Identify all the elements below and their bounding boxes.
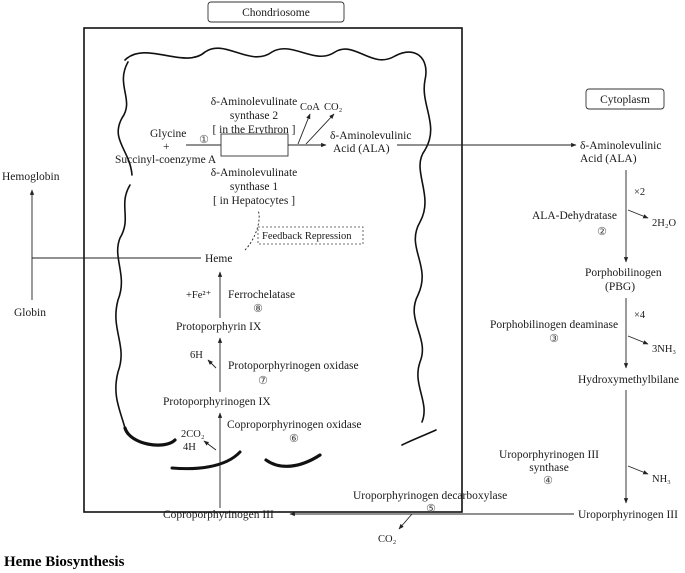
ferrochelatase-label: Ferrochelatase bbox=[228, 289, 295, 301]
uro-synthase-label-a: Uroporphyrinogen III bbox=[499, 449, 599, 461]
feedback-repression-box bbox=[257, 226, 364, 245]
ala-synthase-1-label-c: [ in Hepatocytes ] bbox=[213, 195, 295, 207]
crista-bottom-center bbox=[170, 450, 242, 471]
plus-sign: + bbox=[163, 141, 170, 153]
pbg-deaminase-label: Porphobilinogen deaminase bbox=[490, 319, 618, 331]
co2-release-arrow bbox=[305, 113, 335, 145]
uro-decarboxylase-label: Uroporphyrinogen decarboxylase bbox=[353, 490, 507, 502]
ala-synthase-1-label-b: synthase 1 bbox=[230, 181, 278, 193]
ala-synthase-box bbox=[220, 133, 289, 157]
pbg-label-b: (PBG) bbox=[605, 281, 635, 293]
co2-released-label: CO₂ bbox=[324, 102, 343, 113]
mitochondrion-outer-membrane bbox=[83, 27, 463, 513]
six-h-release-arrow bbox=[207, 359, 217, 369]
protoporphyrinogen-label: Protoporphyrinogen IX bbox=[163, 396, 271, 408]
ala-dehydratase-label: ALA-Dehydratase bbox=[532, 210, 617, 222]
chondriosome-label-box bbox=[207, 1, 345, 23]
four-h-label: 4H bbox=[183, 442, 196, 453]
step-5-number: ⑤ bbox=[426, 502, 436, 515]
co2-out-release-arrow bbox=[398, 513, 413, 530]
step-3-number: ③ bbox=[549, 332, 559, 345]
glycine-label: Glycine bbox=[150, 128, 186, 140]
coprogen-oxidase-label: Coproporphyrinogen oxidase bbox=[227, 419, 361, 431]
two-co2-release-arrow bbox=[203, 440, 217, 451]
heme-label: Heme bbox=[205, 253, 232, 265]
pbg-label-a: Porphobilinogen bbox=[585, 267, 662, 279]
ammonia-label: NH₃ bbox=[652, 474, 671, 485]
step-7-number: ⑦ bbox=[258, 374, 268, 387]
ala-mito-label-a: δ-Aminolevulinic bbox=[330, 130, 411, 142]
coa-release-arrow bbox=[297, 113, 311, 145]
step-1-number: ① bbox=[199, 133, 209, 146]
crista-bottom-mid bbox=[264, 453, 322, 468]
feedback-repression-arrow bbox=[244, 209, 260, 251]
step-6-number: ⑥ bbox=[289, 432, 299, 445]
protogen-oxidase-label: Protoporphyrinogen oxidase bbox=[228, 360, 359, 372]
iron-ion-label: +Fe²⁺ bbox=[186, 290, 211, 301]
coproporphyrinogen-label: Coproporphyrinogen III bbox=[163, 509, 274, 521]
mitochondrion-inner-membrane bbox=[117, 47, 432, 423]
succinyl-coa-label: Succinyl-coenzyme A bbox=[115, 154, 217, 166]
ala-synthase-2-label-a: δ-Aminolevulinate bbox=[211, 96, 298, 108]
ammonia-3-release-arrow bbox=[627, 335, 649, 345]
ala-cyto-label-b: Acid (ALA) bbox=[580, 153, 637, 165]
water-release-arrow bbox=[627, 209, 649, 219]
chondriosome-label: Chondriosome bbox=[242, 7, 310, 19]
times-four-label: ×4 bbox=[634, 310, 646, 321]
protoporphyrin-label: Protoporphyrin IX bbox=[176, 321, 262, 333]
step-8-number: ⑧ bbox=[253, 302, 263, 315]
ala-synthase-2-label-c: [ in the Erythron ] bbox=[212, 124, 295, 136]
coa-label: CoA bbox=[300, 102, 320, 113]
hydroxymethylbilane-label: Hydroxymethylbilane bbox=[578, 374, 679, 386]
ala-synthase-2-label-b: synthase 2 bbox=[230, 110, 278, 122]
uroporphyrinogen-label: Uroporphyrinogen III bbox=[578, 509, 678, 521]
ammonia-release-arrow bbox=[627, 465, 649, 475]
ala-cyto-label-a: δ-Aminolevulinic bbox=[580, 140, 661, 152]
ala-synthase-1-label-a: δ-Aminolevulinate bbox=[211, 167, 298, 179]
ala-mito-label-b: Acid (ALA) bbox=[333, 143, 390, 155]
step-4-number: ④ bbox=[543, 474, 553, 487]
water-label: 2H₂O bbox=[652, 218, 676, 229]
times-two-label: ×2 bbox=[634, 187, 645, 198]
globin-label: Globin bbox=[14, 307, 46, 319]
cytoplasm-label: Cytoplasm bbox=[600, 94, 650, 106]
step-2-number: ② bbox=[597, 225, 607, 238]
crista-bottom-left bbox=[123, 426, 177, 447]
feedback-repression-label: Feedback Repression bbox=[262, 231, 352, 242]
figure-title: Heme Biosynthesis bbox=[4, 554, 125, 570]
crista-bottom-right bbox=[401, 429, 437, 446]
uro-synthase-label-b: synthase bbox=[529, 462, 569, 474]
cytoplasm-label-box bbox=[585, 88, 665, 110]
mitochondrion-inner-membrane-left bbox=[115, 184, 131, 429]
two-co2-label: 2CO₂ bbox=[181, 429, 205, 440]
hemoglobin-label: Hemoglobin bbox=[2, 171, 60, 183]
co2-out-label: CO₂ bbox=[378, 534, 397, 545]
six-h-label: 6H bbox=[190, 350, 203, 361]
ammonia-3-label: 3NH₃ bbox=[652, 344, 676, 355]
